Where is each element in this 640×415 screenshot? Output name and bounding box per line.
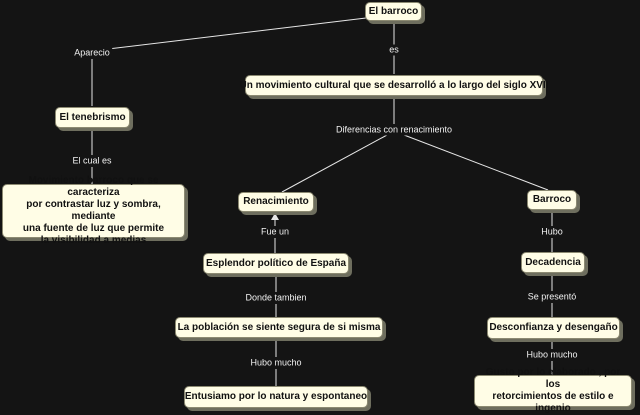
link-label-fue-un: Fue un	[258, 226, 292, 238]
node-poblacion-segura[interactable]: La población se siente segura de si mism…	[175, 317, 383, 338]
arrowhead-icon	[271, 213, 279, 220]
node-label: El barroco	[368, 5, 419, 17]
link-label-es: es	[387, 44, 401, 56]
connector-line	[107, 17, 367, 50]
node-label: Un movimiento cultural que se desarrolló…	[239, 79, 549, 91]
link-label-se-presento: Se presentó	[525, 291, 579, 303]
link-label-aparecio: Aparecio	[72, 47, 112, 59]
link-label-hubo: Hubo	[539, 226, 565, 238]
link-label-hubo-mucho-right: Hubo mucho	[524, 349, 580, 361]
node-el-barroco[interactable]: El barroco	[365, 2, 422, 21]
link-label-diferencias: Diferencias con renacimiento	[333, 124, 455, 136]
node-desconfianza[interactable]: Desconfianza y desengaño	[487, 317, 620, 339]
node-label: Desconfianza y desengaño	[489, 322, 618, 333]
node-label: Entusiamo por lo natura y espontaneo	[184, 391, 368, 402]
node-label-line: Movimiento barroco que se caracteriza	[28, 175, 159, 198]
node-label: Decadencia	[525, 256, 581, 268]
node-esplendor-politico[interactable]: Esplendor político de España	[203, 253, 349, 274]
node-movimiento-cultural[interactable]: Un movimiento cultural que se desarrolló…	[240, 75, 548, 96]
node-label-line: retorcimientos de estilo e ingenio	[492, 391, 614, 414]
node-entusiasmo[interactable]: Entusiamo por lo natura y espontaneo	[184, 386, 368, 408]
connector-line	[281, 134, 388, 193]
link-label-el-cual-es: El cual es	[70, 155, 114, 167]
node-label: La población se siente segura de si mism…	[177, 321, 381, 333]
node-tenebrismo-definicion[interactable]: Movimiento barroco que se caracteriza po…	[2, 175, 185, 246]
node-label: Barroco	[532, 194, 572, 205]
link-label-hubo-mucho: Hubo mucho	[248, 357, 304, 369]
node-el-tenebrismo[interactable]: El tenebrismo	[55, 107, 130, 128]
node-gusto-elaborado[interactable]: Gusto por lo elaborado , por los retorci…	[474, 367, 632, 414]
node-barroco[interactable]: Barroco	[527, 190, 577, 210]
node-label-line: la visibilidad a medias	[40, 235, 147, 246]
node-label-line: Gusto por lo elaborado , por los	[485, 367, 621, 390]
link-label-donde-tambien: Donde tambien	[243, 292, 309, 304]
node-label: El tenebrismo	[59, 111, 126, 123]
node-label-line: una fuente de luz que permite	[22, 223, 165, 234]
node-label: Renacimiento	[243, 196, 309, 207]
connector-line	[403, 134, 549, 191]
node-renacimiento[interactable]: Renacimiento	[238, 192, 314, 212]
node-label: Esplendor político de España	[205, 257, 347, 269]
node-decadencia[interactable]: Decadencia	[521, 252, 585, 273]
node-label-line: por contrastar luz y sombra, mediante	[26, 199, 161, 222]
